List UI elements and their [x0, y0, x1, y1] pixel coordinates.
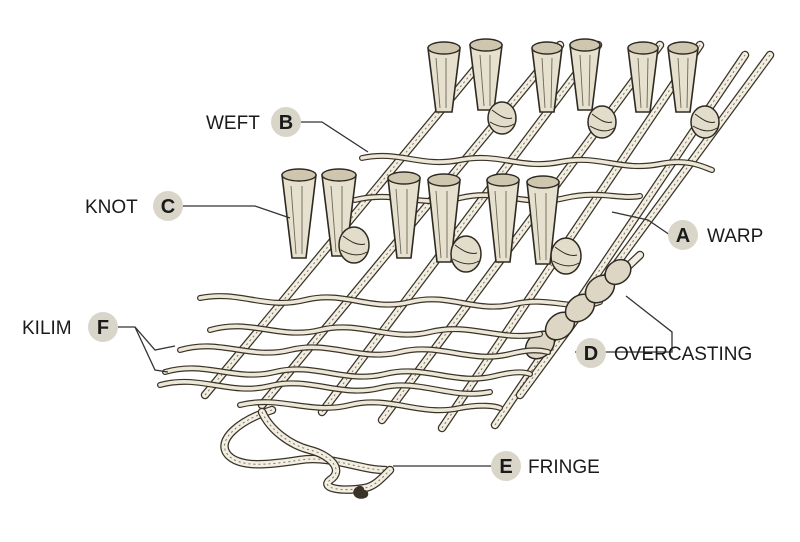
leader-weft: [300, 121, 369, 153]
label-fringe-text: FRINGE: [528, 457, 600, 478]
badge-kilim: [88, 312, 118, 342]
pile-knot: [486, 173, 582, 275]
knot-row-upper: [427, 38, 720, 139]
label-fringe: E FRINGE: [491, 451, 600, 481]
warp-thread: [317, 40, 603, 417]
kilim-band: [157, 323, 551, 414]
leader-knot: [183, 205, 291, 219]
kilim-weft: [157, 378, 493, 397]
badge-weft-letter: B: [279, 112, 293, 134]
label-knot: KNOT C: [85, 191, 183, 221]
warp-thread: [437, 40, 705, 433]
badge-overcasting-letter: D: [584, 343, 598, 365]
leader-warp: [611, 211, 671, 236]
overcasting-wraps: [524, 250, 645, 360]
pile-knot: [531, 38, 617, 139]
label-knot-text: KNOT: [85, 197, 138, 218]
label-kilim: KILIM F: [22, 312, 118, 342]
badge-warp-letter: A: [676, 225, 690, 247]
badge-knot-letter: C: [161, 196, 175, 218]
weft-thread-lower: [197, 293, 603, 310]
leader-overcasting: [575, 295, 673, 353]
badge-fringe-letter: E: [499, 456, 512, 478]
leader-kilim: [118, 326, 176, 351]
label-warp: A WARP: [668, 220, 763, 250]
warp-thread: [377, 40, 665, 425]
kilim-weft: [177, 343, 551, 360]
kilim-weft: [162, 365, 533, 382]
label-overcasting-text: OVERCASTING: [614, 344, 752, 365]
weft-thread-upper: [359, 152, 715, 173]
fringe-tassel: [220, 405, 395, 499]
badge-overcasting: [576, 338, 606, 368]
label-weft-text: WEFT: [206, 113, 260, 134]
leader-kilim-2: [134, 326, 169, 373]
label-kilim-text: KILIM: [22, 318, 72, 339]
label-overcasting: D OVERCASTING: [576, 338, 752, 368]
knot-row-lower: [281, 168, 582, 275]
label-warp-text: WARP: [707, 226, 763, 247]
badge-fringe: [491, 451, 521, 481]
pile-knot: [427, 38, 517, 135]
pile-knot: [387, 171, 482, 273]
kilim-weft: [207, 323, 543, 339]
badge-knot: [153, 191, 183, 221]
badge-warp: [668, 220, 698, 250]
pile-knot: [627, 41, 720, 139]
badge-weft: [271, 107, 301, 137]
leader-lines: [118, 121, 673, 467]
pile-knot: [281, 168, 370, 264]
label-weft: WEFT B: [206, 107, 301, 137]
badge-kilim-letter: F: [97, 317, 109, 339]
kilim-weft: [237, 399, 503, 414]
